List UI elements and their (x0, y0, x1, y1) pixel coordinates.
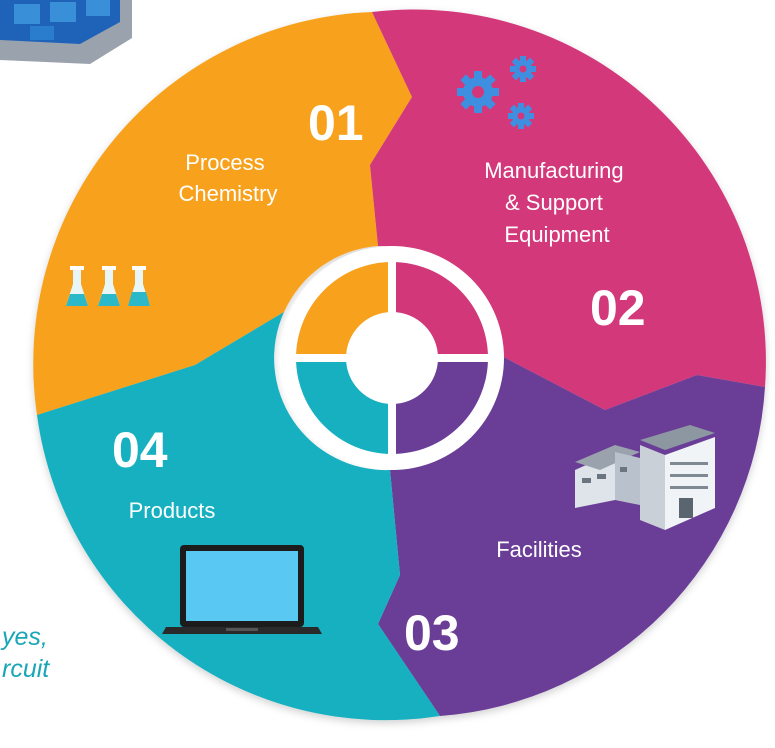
segment-01-label-line1: Process (185, 150, 264, 175)
segment-02-label-line1: Manufacturing (484, 158, 623, 183)
segment-04-products (37, 312, 440, 721)
segment-04-label-line1: Products (129, 498, 216, 523)
blue-blocks-logo-icon (0, 0, 132, 64)
gears-icon (457, 56, 536, 129)
segment-04-number: 04 (112, 422, 168, 478)
segment-01-label: Process Chemistry (178, 150, 277, 206)
segment-04-label: Products (129, 498, 216, 523)
segment-02-label-line3: Equipment (504, 222, 609, 247)
cropped-caption-line2: rcuit (2, 655, 50, 683)
segment-01-process-chemistry (33, 12, 412, 415)
segment-01-number: 01 (308, 95, 364, 151)
segment-03-label-line1: Facilities (496, 537, 582, 562)
lab-flasks-icon (66, 266, 150, 306)
laptop-icon (162, 545, 322, 634)
segment-02-manufacturing-support-equipment (370, 9, 766, 411)
segment-02-label: Manufacturing & Support Equipment (484, 158, 630, 247)
cropped-caption-line1: yes, (2, 623, 48, 651)
factory-building-icon (575, 425, 715, 530)
segment-01-label-line2: Chemistry (178, 181, 277, 206)
segment-02-number: 02 (590, 280, 646, 336)
center-hub (280, 246, 504, 470)
segment-02-label-line2: & Support (505, 190, 603, 215)
segment-03-number: 03 (404, 605, 460, 661)
segment-03-label: Facilities (496, 537, 582, 562)
